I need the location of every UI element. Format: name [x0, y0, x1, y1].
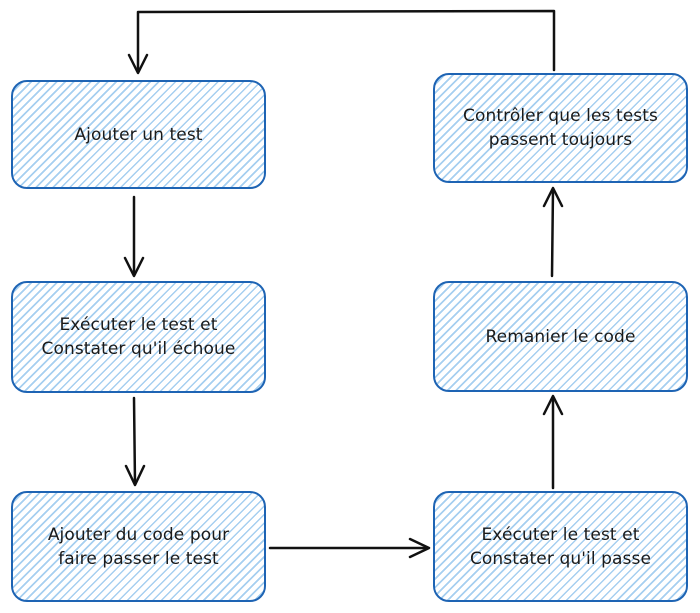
node-ajouter-un-test: Ajouter un test [11, 80, 266, 189]
node-ajouter-du-code: Ajouter du code pour faire passer le tes… [11, 491, 266, 602]
edge-n5-n6 [542, 186, 564, 278]
edge-n2-n3 [124, 396, 146, 487]
edge-n6-n1 [127, 9, 556, 75]
edge-n3-n4 [268, 537, 431, 559]
node-label: Contrôler que les tests passent toujours [463, 106, 658, 150]
node-label: Exécuter le test et Constater qu'il écho… [41, 315, 236, 359]
edge-n4-n5 [542, 394, 564, 490]
edge-n1-n2 [123, 195, 145, 278]
node-label: Remanier le code [485, 326, 636, 347]
node-label: Ajouter un test [74, 124, 203, 145]
node-remanier-le-code: Remanier le code [433, 281, 688, 392]
node-executer-test-passe: Exécuter le test et Constater qu'il pass… [433, 491, 688, 602]
node-controler-tests: Contrôler que les tests passent toujours [433, 73, 688, 183]
node-executer-test-echoue: Exécuter le test et Constater qu'il écho… [11, 281, 266, 393]
node-label: Exécuter le test et Constater qu'il pass… [469, 524, 652, 569]
node-label: Ajouter du code pour faire passer le tes… [47, 524, 230, 569]
